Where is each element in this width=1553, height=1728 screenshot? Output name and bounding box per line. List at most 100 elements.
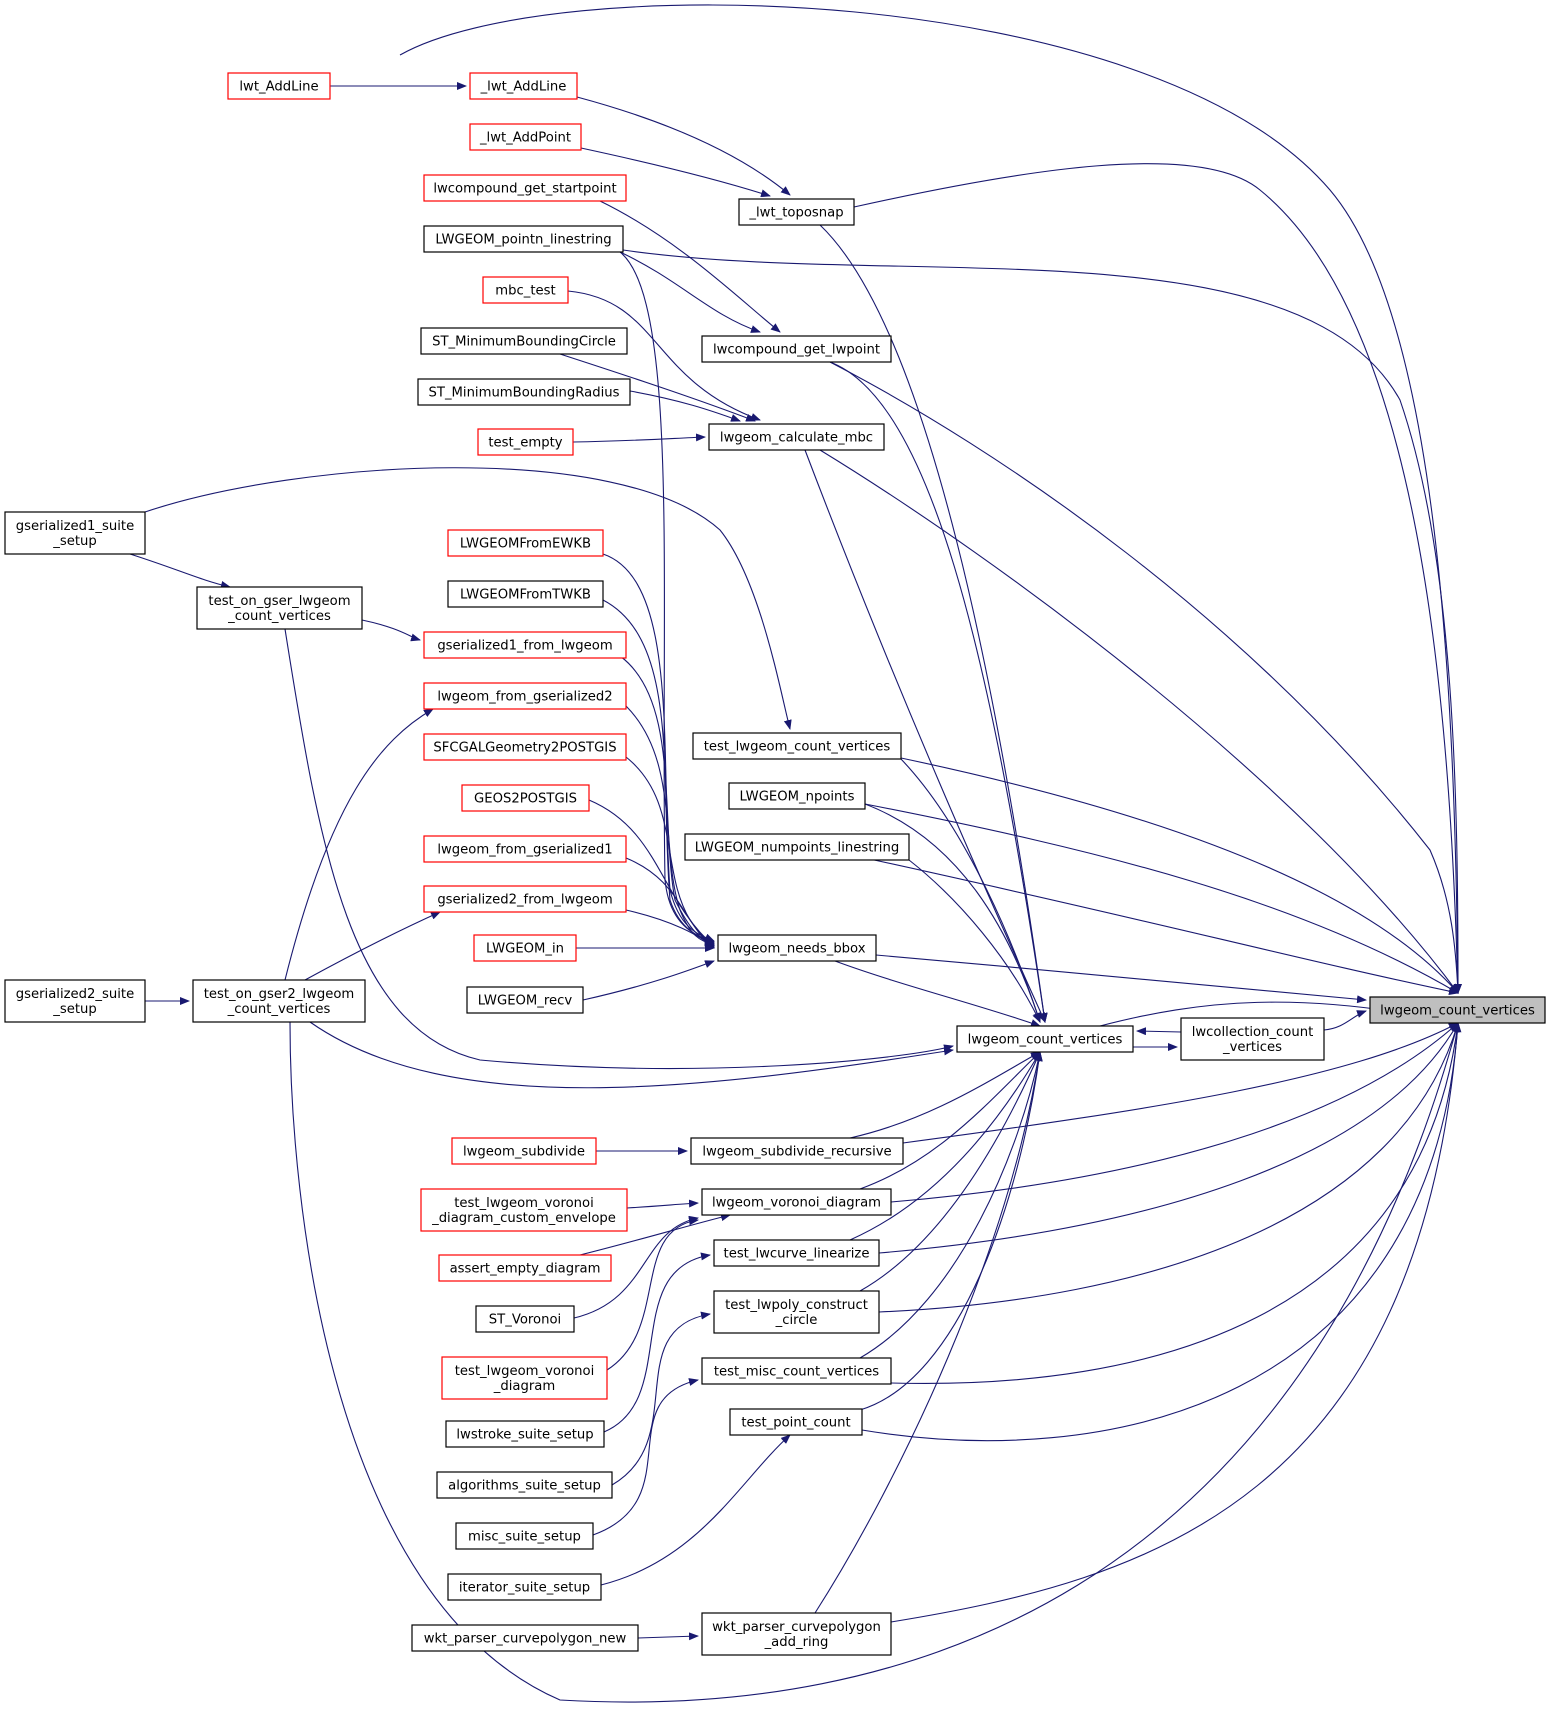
node-label: lwgeom_voronoi_diagram xyxy=(712,1196,881,1211)
edge-lwt-AddLine-inner-to-lwt-toposnap xyxy=(576,96,791,196)
node-lwgeom-numpoints-linestring: LWGEOM_numpoints_linestring xyxy=(684,833,910,861)
edge-lwcollection-count-vertices-to-root xyxy=(1323,1010,1367,1031)
node-st-voronoi: ST_Voronoi xyxy=(475,1305,575,1333)
node-label: wkt_parser_curvepolygon_new xyxy=(424,1632,627,1647)
node-box xyxy=(4,979,146,1023)
node-label: gserialized2_suite xyxy=(16,987,134,1002)
node-lwcompound-get-lwpoint: lwcompound_get_lwpoint xyxy=(701,335,892,363)
edge-lwgeom-from-gser1-to-lwgeom-needs-bbox xyxy=(625,857,715,948)
node-label: gserialized1_from_lwgeom xyxy=(437,639,612,654)
edge-lwgeom-needs-bbox-to-lwgeom-count-vertices xyxy=(834,960,1041,1027)
node-box xyxy=(701,335,892,363)
node-box xyxy=(436,1471,613,1499)
node-label: LWGEOM_npoints xyxy=(740,790,855,805)
node-label: test_on_gser_lwgeom xyxy=(208,594,350,609)
nodes: lwgeom_count_verticeslwgeom_count_vertic… xyxy=(4,72,1546,1656)
node-box xyxy=(423,733,627,761)
node-box xyxy=(692,732,902,760)
node-lwt-AddLine-inner[interactable]: _lwt_AddLine xyxy=(469,72,578,100)
node-label: LWGEOMFromEWKB xyxy=(460,537,591,552)
node-box xyxy=(441,1356,608,1400)
edge-test-lwgeom-count-vertices-to-root xyxy=(900,757,1459,994)
node-test-lwgeom-count-vertices: test_lwgeom_count_vertices xyxy=(692,732,902,760)
node-box xyxy=(475,1305,575,1333)
node-label: test_lwgeom_count_vertices xyxy=(704,740,891,755)
node-gser2-suite-setup: gserialized2_suite_setup xyxy=(4,979,146,1023)
edge-lwgeom-numpoints-linestring-to-lwgeom-count-vertices xyxy=(908,859,1041,1023)
node-lwgeomfromewkb[interactable]: LWGEOMFromEWKB xyxy=(447,529,604,557)
node-test-point-count: test_point_count xyxy=(729,1408,863,1436)
node-lwt-AddLine[interactable]: lwt_AddLine xyxy=(227,72,331,100)
node-label: lwcompound_get_lwpoint xyxy=(713,343,880,358)
node-box xyxy=(1180,1017,1325,1061)
node-label: lwstroke_suite_setup xyxy=(456,1428,593,1443)
edge-lwgeom-subdivide-recursive-to-root xyxy=(902,1022,1459,1144)
edge-lwgeom-needs-bbox-to-root xyxy=(875,954,1367,1004)
edge-test-point-count-to-lwgeom-count-vertices xyxy=(859,1051,1043,1411)
edge-lwgeom-pointn-linestring-to-lwgeom-needs-bbox xyxy=(619,251,715,946)
node-label: test_empty xyxy=(488,436,562,451)
node-label: test_point_count xyxy=(741,1416,850,1431)
edge-lwstroke-suite-setup-to-test-lwcurve-linearize xyxy=(603,1252,711,1433)
node-box xyxy=(461,784,590,812)
node-lwcompound-get-startpoint[interactable]: lwcompound_get_startpoint xyxy=(423,174,627,202)
node-label: lwgeom_count_vertices xyxy=(968,1033,1123,1048)
edge-gser1-suite-setup-to-test-on-gser xyxy=(129,553,231,589)
edge-st-minboundradius-to-lwgeom-calculate-mbc xyxy=(629,390,741,422)
node-box xyxy=(956,1025,1134,1053)
node-box xyxy=(447,1573,602,1601)
edge-test-voronoi-custom-to-lwgeom-voronoi-diagram xyxy=(626,1199,699,1209)
node-test-empty[interactable]: test_empty xyxy=(477,428,574,456)
node-box xyxy=(701,1357,892,1385)
node-box xyxy=(423,631,627,659)
node-geos2postgis[interactable]: GEOS2POSTGIS xyxy=(461,784,590,812)
node-assert-empty-diagram[interactable]: assert_empty_diagram xyxy=(438,1254,612,1282)
node-label: _circle xyxy=(775,1313,818,1328)
node-label: _setup xyxy=(52,534,96,549)
node-gser1-from-lwgeom[interactable]: gserialized1_from_lwgeom xyxy=(423,631,627,659)
node-test-voronoi-diagram[interactable]: test_lwgeom_voronoi_diagram xyxy=(441,1356,608,1400)
node-gser2-from-lwgeom[interactable]: gserialized2_from_lwgeom xyxy=(423,885,627,913)
node-test-lwpoly-construct-circle: test_lwpoly_construct_circle xyxy=(713,1290,880,1334)
edge-test-misc-count-vertices-to-root xyxy=(890,1022,1461,1384)
node-lwgeom-in[interactable]: LWGEOM_in xyxy=(473,934,577,962)
edge-misc-suite-setup-to-test-misc-count-vertices xyxy=(592,1378,699,1536)
node-box xyxy=(445,1420,605,1448)
node-label: test_lwpoly_construct xyxy=(725,1298,868,1313)
edge-iterator-suite-setup-to-test-point-count xyxy=(600,1434,791,1586)
edge-lwgeom-voronoi-diagram-to-lwgeom-count-vertices xyxy=(859,1051,1041,1190)
node-label: lwcompound_get_startpoint xyxy=(433,182,616,197)
node-lwgeom-from-gser1[interactable]: lwgeom_from_gserialized1 xyxy=(423,835,627,863)
node-box xyxy=(451,1137,597,1165)
node-lwgeom-from-gser2[interactable]: lwgeom_from_gserialized2 xyxy=(423,682,627,710)
node-lwgeom-npoints: LWGEOM_npoints xyxy=(728,782,866,810)
edge-test-on-gser2-to-lwgeom-count-vertices xyxy=(309,1021,954,1089)
edge-test-on-gser2-to-root xyxy=(289,1021,1460,1703)
node-st-minboundcircle: ST_MinimumBoundingCircle xyxy=(420,327,628,355)
node-label: _lwt_toposnap xyxy=(748,206,843,221)
node-lwt-AddPoint[interactable]: _lwt_AddPoint xyxy=(469,123,582,151)
node-mbc-test[interactable]: mbc_test xyxy=(482,276,569,304)
edge-gser2-from-lwgeom-to-lwgeom-needs-bbox xyxy=(625,909,715,949)
node-lwgeom-calculate-mbc: lwgeom_calculate_mbc xyxy=(708,423,885,451)
node-misc-suite-setup: misc_suite_setup xyxy=(455,1522,594,1550)
edge-lwt-toposnap-to-root xyxy=(853,163,1462,994)
edge-lwgeom-calculate-mbc-to-root xyxy=(819,449,1459,994)
edge-assert-empty-diagram-to-lwgeom-voronoi-diagram xyxy=(579,1213,731,1256)
node-label: _diagram xyxy=(493,1379,555,1394)
node-label: _lwt_AddLine xyxy=(480,80,567,95)
edge-lwgeom-npoints-to-root xyxy=(864,803,1459,994)
node-lwgeom-subdivide[interactable]: lwgeom_subdivide xyxy=(451,1137,597,1165)
node-label: algorithms_suite_setup xyxy=(448,1479,601,1494)
edge-test-misc-count-vertices-to-lwgeom-count-vertices xyxy=(859,1051,1043,1359)
node-box xyxy=(713,1239,880,1267)
node-label: LWGEOMFromTWKB xyxy=(460,588,591,603)
node-box xyxy=(423,835,627,863)
node-sfcgal2postgis[interactable]: SFCGALGeometry2POSTGIS xyxy=(423,733,627,761)
node-box xyxy=(227,72,331,100)
edge-test-on-gser2-to-gser2-from-lwgeom xyxy=(304,911,441,981)
node-label: LWGEOM_in xyxy=(486,942,564,957)
node-test-voronoi-custom[interactable]: test_lwgeom_voronoi_diagram_custom_envel… xyxy=(420,1188,628,1232)
node-lwgeomfromtwkb: LWGEOMFromTWKB xyxy=(447,580,604,608)
edge-lwcompound-get-lwpoint-to-root xyxy=(829,361,1462,994)
